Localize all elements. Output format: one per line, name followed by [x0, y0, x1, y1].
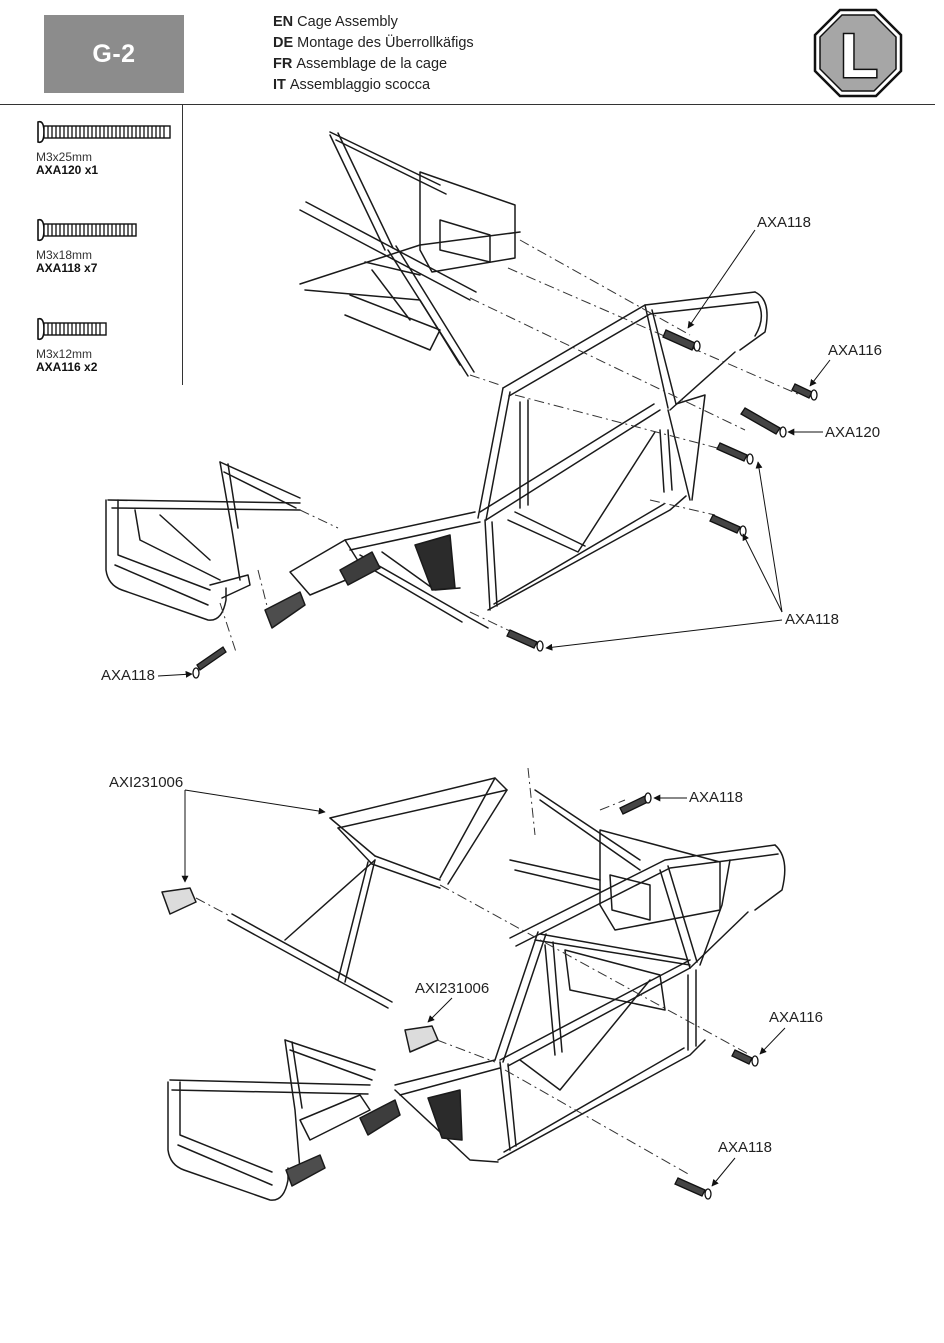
top-guide-lines	[219, 239, 801, 653]
part-size: M3x12mm	[36, 347, 93, 361]
callout-bottom-axi231006-a: AXI231006	[109, 774, 184, 791]
bottom-callout-leaders	[181, 789, 786, 1187]
badge-letter: L	[840, 22, 878, 91]
header-divider	[0, 104, 935, 105]
callout-top-axa120: AXA120	[825, 424, 881, 441]
part-screw-25mm: M3x25mm AXA120 x1	[36, 120, 172, 177]
part-screw-18mm: M3x18mm AXA118 x7	[36, 218, 140, 275]
top-exploded-cage	[105, 131, 768, 629]
part-screw-12mm: M3x12mm AXA116 x2	[36, 317, 110, 374]
callout-bottom-axa118-a: AXA118	[689, 789, 743, 806]
top-callout-leaders	[157, 229, 831, 678]
part-code: AXA116 x2	[36, 360, 98, 374]
screw-25mm-icon	[37, 120, 171, 144]
screw-12mm-icon	[37, 317, 107, 341]
bag-letter-badge: L	[813, 8, 903, 98]
callout-top-axa118-b: AXA118	[785, 611, 839, 628]
bottom-guide-lines	[195, 767, 751, 1176]
part-size: M3x25mm	[36, 150, 93, 164]
bottom-screws	[619, 792, 759, 1200]
part-code: AXA120 x1	[36, 163, 99, 177]
step-number-box: G-2	[44, 15, 184, 93]
part-code: AXA118 x7	[36, 261, 98, 275]
bottom-exploded-cage	[161, 777, 786, 1201]
parts-divider	[182, 104, 183, 385]
part-size: M3x18mm	[36, 248, 93, 262]
callout-bottom-axa118-b: AXA118	[718, 1139, 772, 1156]
screw-18mm-icon	[37, 218, 137, 242]
step-number: G-2	[92, 39, 136, 68]
callout-bottom-axa116: AXA116	[769, 1009, 823, 1026]
callout-bottom-axi231006-b: AXI231006	[415, 980, 490, 997]
top-screws	[192, 329, 818, 679]
callout-top-axa118-a: AXA118	[757, 214, 811, 231]
callout-top-axa118-c: AXA118	[101, 667, 155, 684]
callout-top-axa116: AXA116	[828, 342, 882, 359]
